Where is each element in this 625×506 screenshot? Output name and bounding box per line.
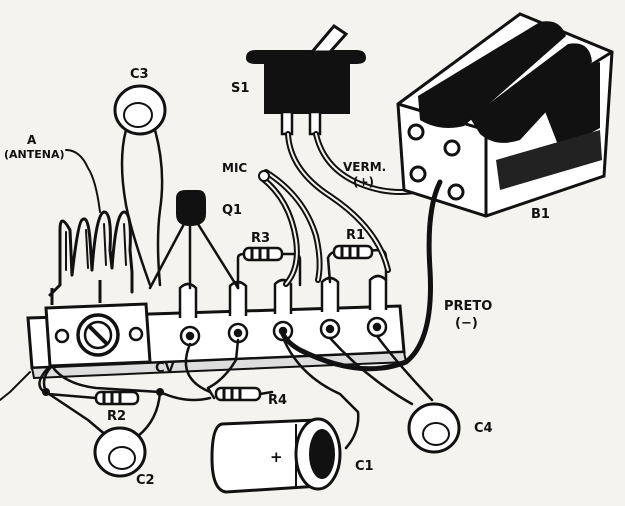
resistor-r4 — [214, 386, 274, 402]
antenna-coil — [48, 149, 134, 297]
label-c3: C3 — [130, 67, 149, 82]
label-r3: R3 — [251, 231, 270, 246]
capacitor-c2 — [93, 426, 147, 478]
transistor-q1 — [148, 190, 240, 290]
resistor-r3 — [236, 246, 302, 290]
resistor-r2 — [94, 390, 140, 406]
label-q1: Q1 — [222, 203, 242, 218]
battery-holder-b1 — [396, 12, 614, 218]
label-b1: B1 — [531, 207, 550, 222]
mic-wires — [258, 169, 323, 287]
lower-wiring — [0, 334, 434, 450]
label-verm-plus: (+) — [353, 175, 374, 189]
labels: S1 C3 A (ANTENA) MIC VERM. (+) Q1 R3 R1 … — [4, 67, 550, 488]
capacitor-c4 — [407, 402, 461, 454]
label-mic: MIC — [222, 161, 247, 175]
label-verm: VERM. — [343, 160, 386, 174]
label-c4: C4 — [474, 421, 493, 436]
capacitor-c1 — [210, 417, 342, 494]
label-c1-polarity: + — [270, 448, 283, 466]
label-c2: C2 — [136, 473, 155, 488]
label-r4: R4 — [268, 393, 287, 408]
label-c1: C1 — [355, 459, 374, 474]
label-preto: PRETO — [444, 299, 492, 314]
label-antenna-a: A — [27, 133, 37, 147]
label-antenna: (ANTENA) — [4, 148, 65, 161]
label-r2: R2 — [107, 409, 126, 424]
capacitor-c3 — [113, 84, 167, 287]
variable-capacitor — [44, 280, 152, 368]
label-preto-minus: (−) — [455, 316, 478, 331]
black-wire — [279, 179, 443, 372]
label-s1: S1 — [231, 81, 249, 96]
label-cv: CV — [155, 361, 175, 376]
label-r1: R1 — [346, 228, 365, 243]
